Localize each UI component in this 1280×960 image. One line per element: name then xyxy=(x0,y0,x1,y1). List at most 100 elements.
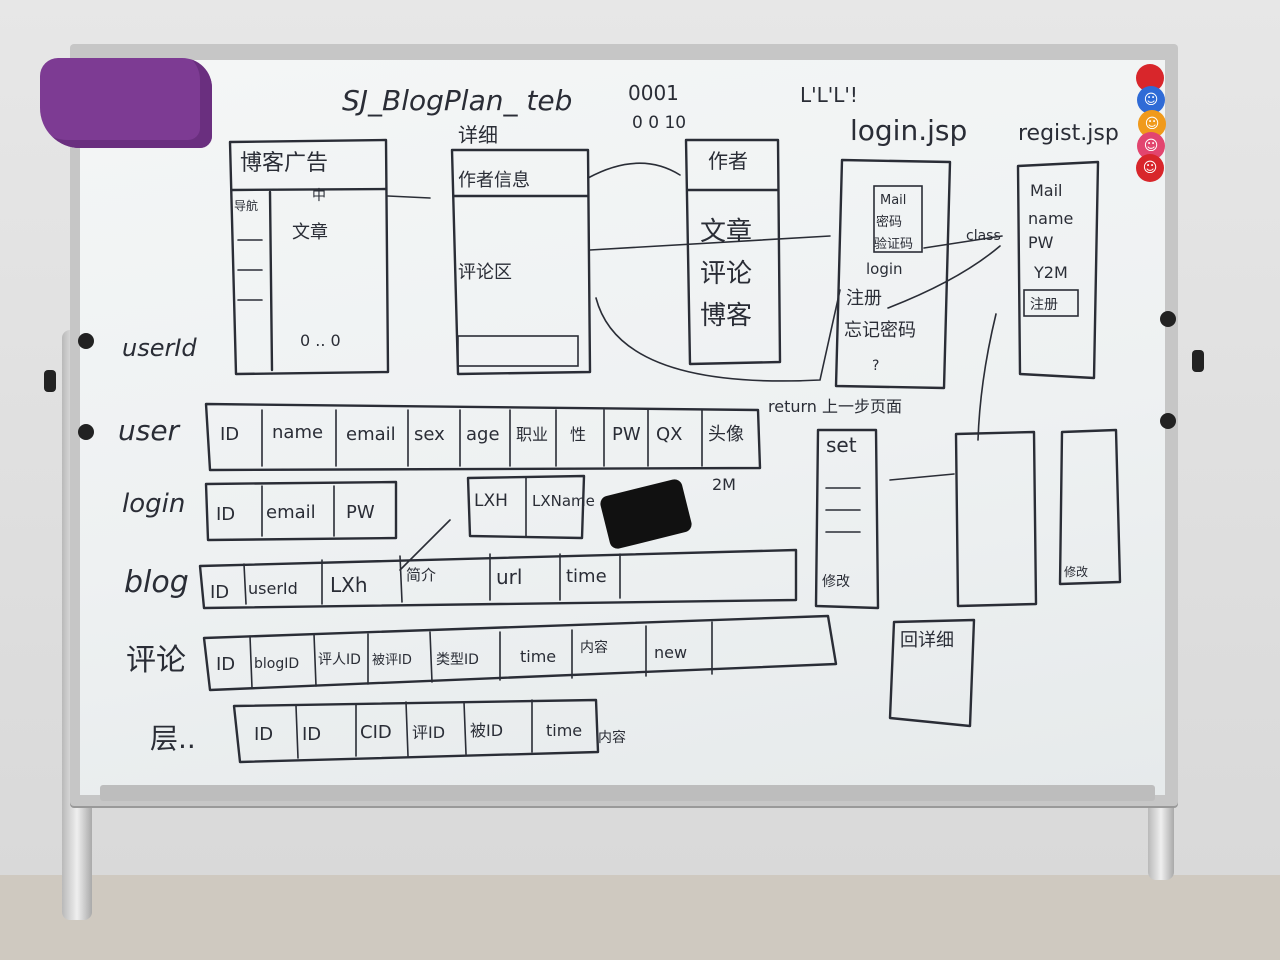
user-col-pw: PW xyxy=(612,424,641,445)
login-register-link: 注册 xyxy=(846,288,882,309)
login-button-label: login xyxy=(866,260,903,278)
list-page-pager: 0 .. 0 xyxy=(300,331,341,350)
user-col-name: name xyxy=(272,422,323,443)
mini-page-button: 修改 xyxy=(1064,564,1088,579)
red-magnet: ☺ xyxy=(1136,154,1164,182)
detail-page-header: 作者信息 xyxy=(458,170,530,191)
lxh-col-name: LXName xyxy=(532,492,595,510)
note-2m: 2M xyxy=(712,475,736,494)
user-col-job: 职业 xyxy=(516,425,548,444)
stand-knob xyxy=(1160,311,1176,327)
user-table-frame xyxy=(204,402,762,472)
regist-field: Mail xyxy=(1030,181,1063,200)
blue-magnet: ☺ xyxy=(1137,86,1165,114)
comment-col-new: new xyxy=(654,643,687,662)
comment-col-commenter: 评人ID xyxy=(318,652,361,668)
user-col-age: age xyxy=(466,424,500,445)
table-label: blog xyxy=(124,565,189,600)
purple-cloth xyxy=(40,58,212,148)
set-page-button: 修改 xyxy=(822,574,850,590)
subtitle-date: 0 0 10 xyxy=(632,113,686,133)
list-page-center-top: 中 xyxy=(312,188,326,204)
floor xyxy=(0,875,1280,960)
table-label: user xyxy=(118,414,181,447)
login-col-id: ID xyxy=(216,504,235,525)
set-page-frame xyxy=(814,428,880,610)
comment-col-content: 内容 xyxy=(580,639,608,656)
table-label: 评论 xyxy=(126,643,186,678)
regist-page-frame xyxy=(1016,160,1100,380)
stand-knob xyxy=(1192,350,1204,372)
detail-page-comment: 评论区 xyxy=(458,262,512,283)
floor-col-lid: ID xyxy=(302,724,321,745)
board-title: SJ_BlogPlan_ teb xyxy=(342,84,572,117)
login-help: ? xyxy=(872,358,879,374)
floor-col-commentid: 评ID xyxy=(412,723,445,742)
list-page-frame xyxy=(228,138,390,376)
set-page-label: set xyxy=(826,433,857,457)
user-col-qx: QX xyxy=(656,424,683,445)
stand-knob xyxy=(1160,413,1176,429)
regist-field: name xyxy=(1028,209,1073,228)
author-page-frame xyxy=(684,138,782,366)
login-field: Mail xyxy=(880,193,906,208)
regist-field: PW xyxy=(1028,233,1054,252)
stand-knob xyxy=(78,424,94,440)
regist-button-label: 注册 xyxy=(1030,297,1058,313)
detail-box-label: 回详细 xyxy=(900,630,954,651)
author-page-item: 评论 xyxy=(700,259,752,289)
login-field: 密码 xyxy=(876,214,902,230)
comment-col-time: time xyxy=(520,647,556,666)
login-col-pw: PW xyxy=(346,502,375,523)
blog-col-intro: 简介 xyxy=(406,566,436,584)
table-label: userId xyxy=(122,334,197,362)
login-forgot-link: 忘记密码 xyxy=(844,320,916,341)
blog-col-lxh: LXh xyxy=(330,573,368,597)
login-page-frame xyxy=(834,158,952,390)
return-note: return 上一步页面 xyxy=(768,397,902,416)
blog-col-time: time xyxy=(566,566,607,587)
floor-col-targetid: 被ID xyxy=(470,721,503,740)
user-col-email: email xyxy=(346,424,396,445)
floor-col-cid: CID xyxy=(360,722,392,743)
mini-page-frame xyxy=(954,430,1038,608)
blog-table-frame xyxy=(198,548,798,610)
table-label: login xyxy=(122,489,185,519)
list-page-center: 文章 xyxy=(292,222,328,243)
list-page-side: 导航 xyxy=(234,198,258,213)
comment-table-frame xyxy=(202,614,838,692)
author-page-header: 作者 xyxy=(708,149,748,173)
floor-col-id: ID xyxy=(254,724,273,745)
comment-col-blogid: blogID xyxy=(254,656,299,672)
comment-col-target: 被评ID xyxy=(372,653,412,668)
regist-field: Y2M xyxy=(1033,263,1068,282)
marker-tray xyxy=(100,785,1155,801)
login-class-arrow: class xyxy=(966,228,1001,244)
user-col-avatar: 头像 xyxy=(708,424,744,445)
user-col-gender: 性 xyxy=(570,425,586,444)
user-col-sex: sex xyxy=(414,424,445,445)
lxh-table-frame xyxy=(466,474,586,540)
mini-page-frame xyxy=(1058,428,1122,586)
login-page-label: login.jsp xyxy=(850,114,967,147)
login-field: 验证码 xyxy=(874,236,913,252)
stand-knob xyxy=(78,333,94,349)
title-scribble: 0001 xyxy=(628,81,679,105)
user-col-id: ID xyxy=(220,424,239,445)
login-col-email: email xyxy=(266,502,316,523)
regist-page-label: regist.jsp xyxy=(1018,121,1119,146)
lxh-col-id: LXH xyxy=(474,491,508,511)
blog-col-id: ID xyxy=(210,582,229,603)
top-right-scribble: L'L'L'! xyxy=(800,83,858,107)
comment-col-type: 类型ID xyxy=(436,652,479,668)
stand-knob xyxy=(44,370,56,392)
floor-table-frame xyxy=(232,698,600,764)
floor-col-time: time xyxy=(546,721,582,740)
detail-page-frame xyxy=(450,148,592,376)
detail-box-frame xyxy=(888,618,976,728)
detail-page-label: 详细 xyxy=(458,123,498,147)
author-page-item: 博客 xyxy=(700,301,752,331)
comment-col-id: ID xyxy=(216,654,235,675)
table-label: 层.. xyxy=(150,722,196,755)
